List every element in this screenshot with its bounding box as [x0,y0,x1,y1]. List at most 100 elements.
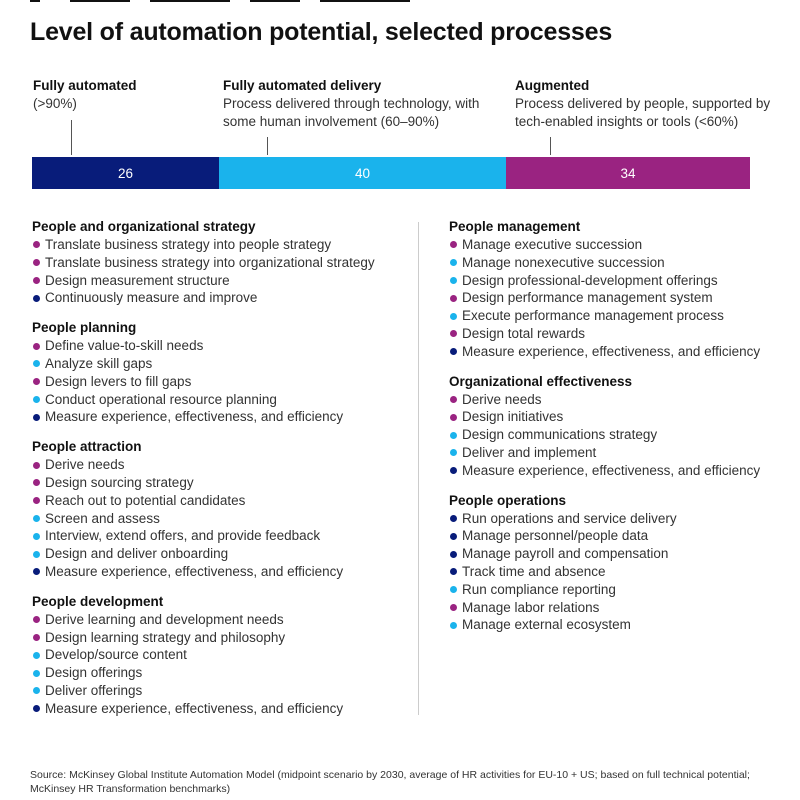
process-item: Derive learning and development needs [32,611,412,629]
header-fragment-mark [320,0,410,2]
process-item-label: Design professional-development offering… [462,272,718,288]
process-item: Design offerings [32,664,412,682]
process-item: Define value-to-skill needs [32,337,412,355]
level-dot-icon [450,348,457,356]
legend-title: Fully automated delivery [223,78,382,93]
process-item-label: Measure experience, effectiveness, and e… [45,563,344,579]
process-item: Design sourcing strategy [32,474,412,492]
process-item: Execute performance management process [449,307,800,325]
process-item: Analyze skill gaps [32,355,412,373]
process-item-label: Track time and absence [462,563,606,579]
process-item-label: Execute performance management process [462,308,724,324]
header-fragment-mark [150,0,230,2]
level-dot-icon [33,461,40,469]
process-item: Continuously measure and improve [32,289,412,307]
process-item: Track time and absence [449,563,800,581]
process-group-title: People operations [449,492,567,508]
header-fragment-mark [30,0,40,2]
process-item-label: Run compliance reporting [462,581,616,597]
process-group-title: People development [32,593,164,609]
process-item-label: Continuously measure and improve [45,290,258,306]
process-item-label: Design total rewards [462,325,586,341]
process-item-label: Derive learning and development needs [45,611,284,627]
level-dot-icon [33,395,40,403]
process-item: Measure experience, effectiveness, and e… [32,408,412,426]
bar-value-label: 40 [354,165,371,181]
process-item-label: Define value-to-skill needs [45,338,204,354]
process-item-label: Design initiatives [462,409,564,425]
level-dot-icon [33,550,40,558]
process-group-title: People attraction [32,439,142,455]
level-dot-icon [450,586,457,594]
process-item: Interview, extend offers, and provide fe… [32,527,412,545]
stacked-bar: 26 40 34 [32,157,750,189]
legend-fully-automated-delivery: Fully automated delivery Process deliver… [223,77,493,131]
process-group-title: People planning [32,320,137,336]
process-item-label: Manage executive succession [462,237,643,252]
process-item-label: Manage personnel/people data [462,528,649,544]
process-item: Develop/source content [32,646,412,664]
header-fragment-mark [250,0,300,2]
process-item: Manage personnel/people data [449,527,800,545]
level-dot-icon [33,294,40,302]
process-item: Design initiatives [449,408,800,426]
process-item-label: Conduct operational resource planning [45,391,277,407]
level-dot-icon [33,633,40,641]
process-item-label: Manage payroll and compensation [462,546,669,562]
process-item: Manage executive succession [449,236,800,254]
process-item-label: Design learning strategy and philosophy [45,629,286,645]
process-item-label: Design communications strategy [462,427,658,443]
legend-augmented: Augmented Process delivered by people, s… [515,77,785,131]
level-dot-icon [450,449,457,457]
level-dot-icon [450,241,457,249]
level-dot-icon [450,467,457,475]
process-item: Manage external ecosystem [449,616,800,634]
legend-description: Process delivered through technology, wi… [223,96,480,129]
bar-value-label: 34 [620,165,636,181]
process-item-label: Deliver offerings [45,682,143,698]
process-item: Design performance management system [449,289,800,307]
level-dot-icon [450,312,457,320]
process-item: Design total rewards [449,325,800,343]
level-dot-icon [33,360,40,368]
process-item-label: Derive needs [462,391,542,407]
process-item: Manage payroll and compensation [449,545,800,563]
process-item-label: Run operations and service delivery [462,510,677,526]
process-item-label: Design measurement structure [45,272,230,288]
level-dot-icon [33,651,40,659]
legend-title: Fully automated [33,78,137,93]
process-item: Run operations and service delivery [449,510,800,528]
process-item-label: Deliver and implement [462,444,597,460]
level-dot-icon [450,276,457,284]
level-dot-icon [33,276,40,284]
legend-tick [550,137,551,155]
level-dot-icon [450,330,457,338]
bar-segment-fully-automated: 26 [32,157,219,189]
bar-segment-augmented: 34 [506,157,750,189]
level-dot-icon [33,479,40,487]
process-item-label: Translate business strategy into organiz… [45,254,375,270]
process-item-label: Reach out to potential candidates [45,492,246,508]
header-fragment-mark [70,0,130,2]
level-dot-icon [33,616,40,624]
level-dot-icon [33,514,40,522]
bar-value-label: 26 [117,165,134,181]
process-item: Screen and assess [32,510,412,528]
process-item-label: Design performance management system [462,290,713,306]
legend-description: Process delivered by people, supported b… [515,96,771,129]
process-item-label: Design and deliver onboarding [45,546,229,562]
level-dot-icon [450,395,457,403]
process-item: Reach out to potential candidates [32,492,412,510]
legend-description: (>90%) [33,96,77,111]
process-item: Measure experience, effectiveness, and e… [32,700,412,718]
legend-title: Augmented [515,78,590,93]
level-dot-icon [450,532,457,540]
process-item-label: Manage external ecosystem [462,617,631,633]
level-dot-icon [33,497,40,505]
level-dot-icon [33,241,40,249]
